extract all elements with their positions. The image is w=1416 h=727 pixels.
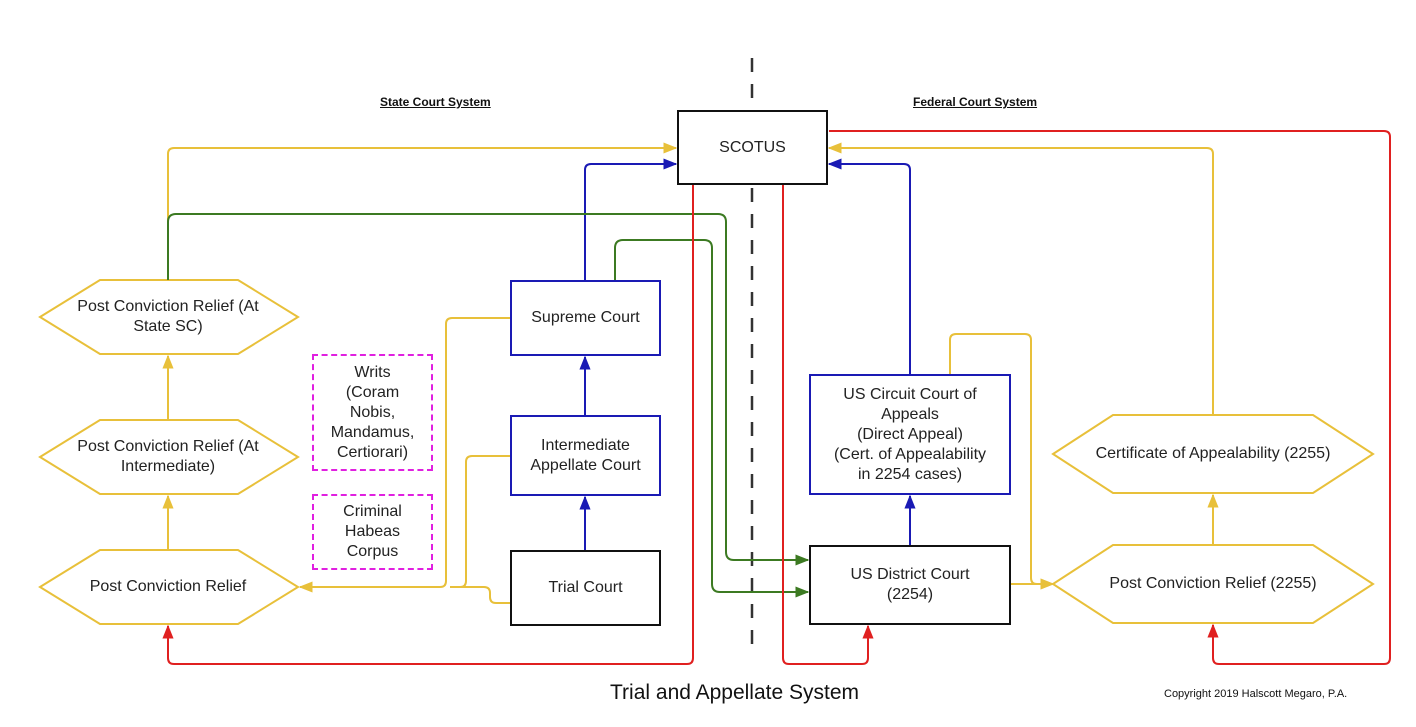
habeas-corpus-node: Criminal Habeas Corpus [312, 494, 433, 570]
edge-intermediate-to-pcr [459, 455, 510, 588]
edge-circuit-to-scotus [827, 158, 911, 374]
edge-pcr-state-sc-to-scotus [167, 142, 678, 280]
pcr-2255-label: Post Conviction Relief (2255) [1109, 575, 1317, 592]
hex-pcr-state-sc [38, 279, 300, 355]
edge-supreme-to-scotus [584, 158, 678, 280]
circuit-court-node: US Circuit Court of Appeals (Direct Appe… [809, 374, 1011, 495]
pcr-intermediate-label: Post Conviction Relief (At Intermediate) [77, 438, 259, 475]
supreme-court-node: Supreme Court [510, 280, 661, 356]
edge-supreme-to-pcr [298, 317, 510, 593]
edge-trial-to-pcr [450, 586, 510, 604]
state-system-label: State Court System [380, 95, 491, 109]
pcr-label: Post Conviction Relief [89, 578, 247, 595]
hex-pcr-intermediate [38, 419, 300, 495]
edge-supreme-to-district [614, 239, 810, 598]
coa-2255-label: Certificate of Appealability (2255) [1095, 445, 1331, 462]
hex-coa-2255 [1051, 414, 1375, 494]
edge-scotus-to-district [782, 185, 874, 665]
district-court-node: US District Court (2254) [809, 545, 1011, 625]
edge-scotus-to-pcr-2255 [829, 130, 1391, 665]
diagram-title: Trial and Appellate System [610, 681, 860, 704]
scotus-node: SCOTUS [677, 110, 828, 185]
federal-system-label: Federal Court System [913, 95, 1038, 109]
pcr-state-sc-label: Post Conviction Relief (At State SC) [77, 298, 259, 335]
trial-court-node: Trial Court [510, 550, 661, 626]
edge-scotus-to-pcr [162, 185, 694, 665]
edge-coa-to-scotus [827, 142, 1214, 415]
copyright-notice: Copyright 2019 Halscott Megaro, P.A. [1164, 688, 1348, 700]
edge-pcr-state-sc-to-district [167, 213, 810, 566]
hex-pcr [38, 549, 300, 625]
hex-pcr-2255 [1051, 544, 1375, 624]
edge-circuit-to-pcr-2255 [949, 333, 1055, 590]
writs-node: Writs (Coram Nobis, Mandamus, Certiorari… [312, 354, 433, 471]
intermediate-appellate-node: Intermediate Appellate Court [510, 415, 661, 496]
